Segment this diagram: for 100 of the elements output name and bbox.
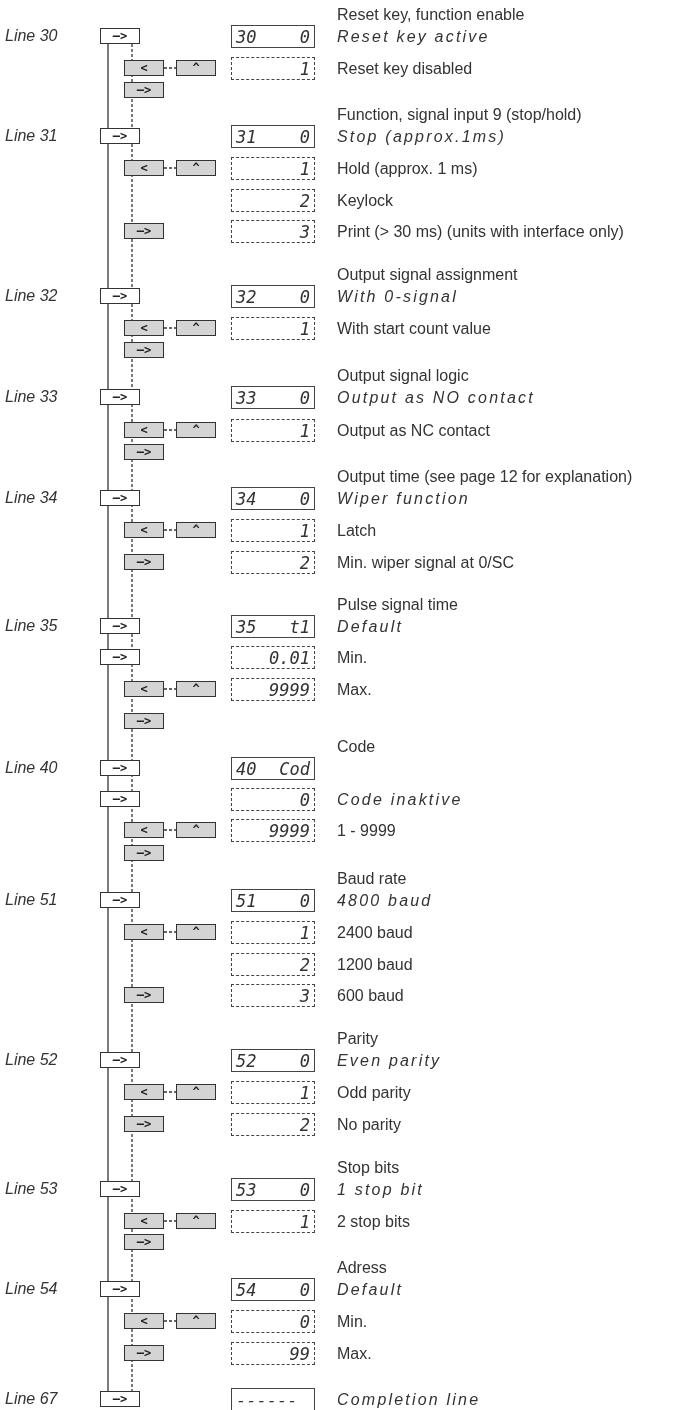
enter-key: –> [100,389,140,405]
enter-key: –> [100,128,140,144]
parameter-heading: Output signal logic [337,366,469,386]
parameter-heading: Baud rate [337,869,407,889]
dashed-flow-line [131,43,133,1392]
enter-key: –> [124,554,164,570]
up-key: ^ [176,320,216,336]
up-key: ^ [176,422,216,438]
display-readout: 9999 [268,680,310,700]
display-readout: 2 [298,955,310,975]
dashed-connector [163,1320,177,1322]
enter-key: –> [124,1116,164,1132]
up-key: ^ [176,1213,216,1229]
line-number-label: Line 54 [5,1279,58,1299]
option-text: No parity [337,1115,402,1135]
option-text: Min. wiper signal at 0/SC [337,553,514,573]
dashed-connector [163,429,177,431]
enter-key: –> [100,490,140,506]
enter-key: –> [100,1052,140,1068]
dashed-connector [163,931,177,933]
display-readout: 0.01 [268,648,310,668]
option-text: Print (> 30 ms) (units with interface only) [337,222,624,242]
parameter-heading: Output signal assignment [337,265,518,285]
line-number-label: Line 31 [5,126,58,146]
enter-key: –> [100,1391,140,1407]
option-text: Output as NC contact [337,421,490,441]
display-readout: 1 [298,1083,310,1103]
line-number-label: Line 53 [5,1179,58,1199]
default-option-text: Reset key active [337,27,490,47]
enter-key: –> [124,987,164,1003]
option-text: Hold (approx. 1 ms) [337,159,478,179]
line-number-label: Line 33 [5,387,58,407]
dashed-connector [163,1220,177,1222]
up-key: ^ [176,1313,216,1329]
display-readout: 3 [298,986,310,1006]
display-readout: 2 [298,553,310,573]
option-text: Odd parity [337,1083,411,1103]
parameter-heading: Function, signal input 9 (stop/hold) [337,105,582,125]
display-readout: 1 [298,59,310,79]
up-key: ^ [176,160,216,176]
back-key: < [124,320,164,336]
option-text: Min. [337,1312,368,1332]
option-text: Reset key disabled [337,59,473,79]
display-readout: 1 [298,159,310,179]
dashed-connector [163,829,177,831]
enter-key: –> [124,223,164,239]
line-number-label: Line 30 [5,26,58,46]
parameter-heading: Output time (see page 12 for explanation) [337,467,633,487]
back-key: < [124,422,164,438]
up-key: ^ [176,681,216,697]
display-readout: 34 0 [236,489,310,509]
line-number-label: Line 40 [5,758,58,778]
display-readout: 2 [298,1115,310,1135]
line-number-label: Line 52 [5,1050,58,1070]
default-option-text: Even parity [337,1051,442,1071]
up-key: ^ [176,1084,216,1100]
display-readout: 33 0 [236,388,310,408]
display-readout: 1 [298,1212,310,1232]
default-option-text: Code inaktive [337,790,463,810]
line-number-label: Line 32 [5,286,58,306]
parameter-heading: Reset key, function enable [337,5,525,25]
default-option-text: Default [337,1280,404,1300]
display-readout: 53 0 [236,1180,310,1200]
back-key: < [124,924,164,940]
display-readout: 1 [298,923,310,943]
parameter-heading: Pulse signal time [337,595,458,615]
enter-key: –> [100,1281,140,1297]
enter-key: –> [124,713,164,729]
dashed-connector [163,1091,177,1093]
enter-key: –> [100,1181,140,1197]
display-readout: 31 0 [236,127,310,147]
default-option-text: 4800 baud [337,891,433,911]
line-number-label: Line 34 [5,488,58,508]
enter-key: –> [100,288,140,304]
enter-key: –> [124,444,164,460]
display-readout: 54 0 [236,1280,310,1300]
enter-key: –> [124,82,164,98]
display-readout: 35 t1 [236,617,310,637]
parameter-heading: Code [337,737,376,757]
display-readout: 2 [298,191,310,211]
option-text: 1200 baud [337,955,413,975]
parameter-heading: Adress [337,1258,387,1278]
parameter-heading: Stop bits [337,1158,400,1178]
enter-key: –> [100,28,140,44]
default-option-text: Output as NO contact [337,388,535,408]
back-key: < [124,522,164,538]
enter-key: –> [100,791,140,807]
option-text: Min. [337,648,368,668]
display-readout: 3 [298,222,310,242]
enter-key: –> [100,649,140,665]
default-option-text: Wiper function [337,489,470,509]
default-option-text: Completion line [337,1390,481,1410]
enter-key: –> [124,845,164,861]
up-key: ^ [176,924,216,940]
display-readout: 30 0 [236,27,310,47]
option-text: Max. [337,1344,372,1364]
display-readout: 1 [298,521,310,541]
option-text: Max. [337,680,372,700]
display-readout: 1 [298,421,310,441]
display-readout: 32 0 [236,287,310,307]
